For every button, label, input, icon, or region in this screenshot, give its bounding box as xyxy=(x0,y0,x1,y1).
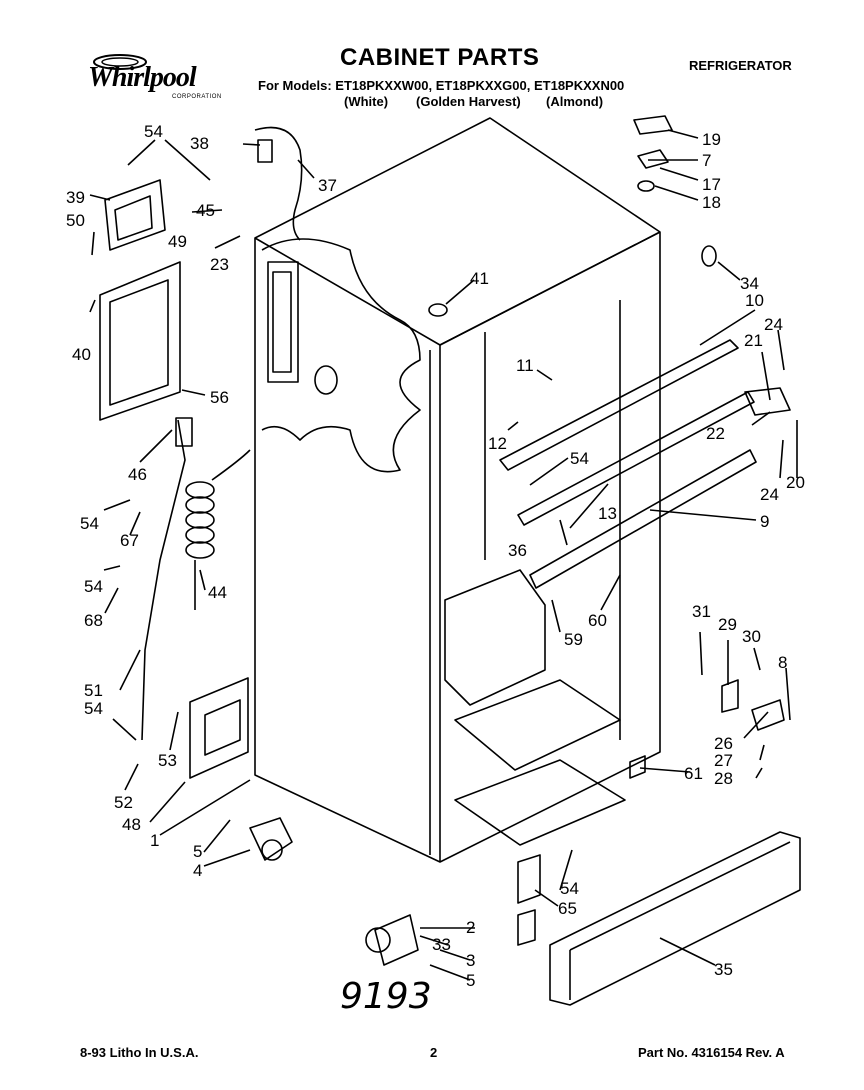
callout-56: 56 xyxy=(210,388,229,407)
callout-41: 41 xyxy=(470,269,489,288)
handwritten-note: 9193 xyxy=(340,976,432,1017)
callout-48: 48 xyxy=(122,815,141,834)
callout-59: 59 xyxy=(564,630,583,649)
callout-44: 44 xyxy=(208,583,227,602)
callout-1: 1 xyxy=(150,831,159,850)
callout-13: 13 xyxy=(598,504,617,523)
callout-53: 53 xyxy=(158,751,177,770)
model-list: For Models: ET18PKXXW00, ET18PKXXG00, ET… xyxy=(258,78,625,93)
callout-54d: 54 xyxy=(84,577,103,596)
callout-46: 46 xyxy=(128,465,147,484)
callout-60: 60 xyxy=(588,611,607,630)
callout-27: 27 xyxy=(714,751,733,770)
callout-26: 26 xyxy=(714,734,733,753)
callout-50: 50 xyxy=(66,211,85,230)
callout-10: 10 xyxy=(745,291,764,310)
callout-54: 54 xyxy=(144,122,163,141)
callout-5b: 5 xyxy=(466,971,475,990)
callout-31: 31 xyxy=(692,602,711,621)
appliance-type: REFRIGERATOR xyxy=(689,58,792,73)
callout-4: 4 xyxy=(193,861,202,880)
callout-7: 7 xyxy=(702,151,711,170)
callout-21: 21 xyxy=(744,331,763,350)
footer-page-number: 2 xyxy=(430,1045,438,1060)
callout-68: 68 xyxy=(84,611,103,630)
callout-33: 33 xyxy=(432,935,451,954)
callout-49: 49 xyxy=(168,232,187,251)
callout-54f: 54 xyxy=(560,879,579,898)
callout-40: 40 xyxy=(72,345,91,364)
logo-corporation: CORPORATION xyxy=(172,94,222,100)
callout-67: 67 xyxy=(120,531,139,550)
footer-litho: 8-93 Litho In U.S.A. xyxy=(80,1045,199,1060)
callout-8: 8 xyxy=(778,653,787,672)
callout-18: 18 xyxy=(702,193,721,212)
callout-65: 65 xyxy=(558,899,577,918)
callout-22: 22 xyxy=(706,424,725,443)
callout-19: 19 xyxy=(702,130,721,149)
footer-part-number: Part No. 4316154 Rev. A xyxy=(638,1045,785,1060)
callout-17: 17 xyxy=(702,175,721,194)
color-almond: (Almond) xyxy=(546,94,604,109)
callout-24b: 24 xyxy=(760,485,779,504)
logo-wordmark: Whirlpool xyxy=(88,62,197,93)
callout-61: 61 xyxy=(684,764,703,783)
callout-52: 52 xyxy=(114,793,133,812)
whirlpool-logo: Whirlpool CORPORATION xyxy=(80,52,222,104)
callout-45: 45 xyxy=(196,201,215,220)
callout-39: 39 xyxy=(66,188,85,207)
callout-36: 36 xyxy=(508,541,527,560)
callout-54c: 54 xyxy=(80,514,99,533)
callout-2: 2 xyxy=(466,918,475,937)
callout-3: 3 xyxy=(466,951,475,970)
callout-12: 12 xyxy=(488,434,507,453)
color-white: (White) xyxy=(344,94,389,109)
callout-24: 24 xyxy=(764,315,783,334)
page-title: CABINET PARTS xyxy=(340,44,540,71)
color-golden-harvest: (Golden Harvest) xyxy=(416,94,521,109)
callout-38: 38 xyxy=(190,134,209,153)
callout-54b: 54 xyxy=(570,449,589,468)
callout-29: 29 xyxy=(718,615,737,634)
callout-5: 5 xyxy=(193,842,202,861)
callout-54e: 54 xyxy=(84,699,103,718)
callout-20: 20 xyxy=(786,473,805,492)
callout-35: 35 xyxy=(714,960,733,979)
callout-34: 34 xyxy=(740,274,759,293)
callout-23: 23 xyxy=(210,255,229,274)
callout-9: 9 xyxy=(760,512,769,531)
callout-28: 28 xyxy=(714,769,733,788)
callout-37: 37 xyxy=(318,176,337,195)
callout-30: 30 xyxy=(742,627,761,646)
callout-51: 51 xyxy=(84,681,103,700)
callout-11: 11 xyxy=(516,356,534,375)
